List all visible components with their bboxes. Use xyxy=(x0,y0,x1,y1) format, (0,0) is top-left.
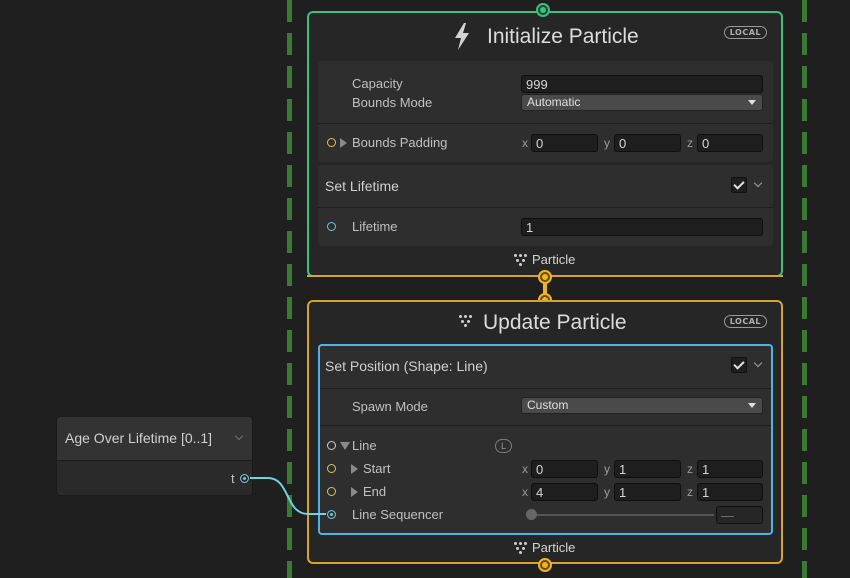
local-badge[interactable]: LOCAL xyxy=(723,315,767,328)
spawn-mode-dropdown[interactable]: Custom xyxy=(521,397,763,414)
dropdown-arrow-icon xyxy=(748,403,756,408)
expand-arrow-icon[interactable] xyxy=(351,464,358,474)
capacity-label: Capacity xyxy=(352,76,403,91)
start-label: Start xyxy=(363,461,391,476)
capacity-field[interactable]: 999 xyxy=(521,75,763,93)
axis-z-label: z xyxy=(687,485,693,499)
bounds-mode-value: Automatic xyxy=(527,95,581,109)
t-output-label: t xyxy=(231,471,235,486)
initialize-header[interactable]: Initialize Particle LOCAL xyxy=(309,13,781,61)
line-label: Line xyxy=(352,438,377,453)
start-slot[interactable] xyxy=(327,464,336,473)
spawn-mode-label: Spawn Mode xyxy=(352,399,428,414)
initialize-settings-block: Capacity 999 Bounds Mode Automatic Bound… xyxy=(318,61,773,162)
particles-icon xyxy=(514,542,528,554)
axis-z-label: z xyxy=(687,136,693,150)
update-output-label: Particle xyxy=(532,540,576,555)
flow-line-right xyxy=(802,0,807,578)
line-slot[interactable] xyxy=(327,441,336,450)
lifetime-slot[interactable] xyxy=(327,222,336,231)
bounds-padding-z[interactable]: 0 xyxy=(697,134,763,152)
lightning-icon xyxy=(455,23,469,50)
axis-z-label: z xyxy=(687,462,693,476)
line-sequencer-slider-track[interactable] xyxy=(527,514,714,516)
line-sequencer-slot[interactable] xyxy=(327,510,336,519)
particles-icon xyxy=(514,254,528,266)
initialize-output-port[interactable] xyxy=(540,272,550,282)
line-sequencer-field[interactable]: — xyxy=(716,506,763,524)
end-z-field[interactable]: 1 xyxy=(697,483,763,501)
line-sequencer-slider-handle[interactable] xyxy=(526,509,537,520)
context-connection xyxy=(543,277,547,300)
end-slot[interactable] xyxy=(327,487,336,496)
age-node-title: Age Over Lifetime [0..1] xyxy=(65,430,213,446)
dropdown-arrow-icon xyxy=(748,100,756,105)
lifetime-label: Lifetime xyxy=(352,219,398,234)
update-header[interactable]: Update Particle LOCAL xyxy=(309,302,781,350)
set-position-block[interactable]: Set Position (Shape: Line) Spawn Mode Cu… xyxy=(318,344,773,535)
collapse-arrow-icon[interactable] xyxy=(340,442,350,450)
bounds-padding-slot[interactable] xyxy=(327,138,336,147)
bounds-padding-label: Bounds Padding xyxy=(352,135,448,150)
axis-x-label: x xyxy=(522,485,528,499)
bounds-padding-y[interactable]: 0 xyxy=(614,134,681,152)
set-lifetime-block[interactable]: Set Lifetime Lifetime 1 xyxy=(318,165,773,246)
axis-x-label: x xyxy=(522,136,528,150)
initialize-input-port[interactable] xyxy=(538,5,548,15)
axis-y-label: y xyxy=(604,485,610,499)
expand-arrow-icon[interactable] xyxy=(340,138,347,148)
local-space-badge[interactable]: L xyxy=(495,439,512,453)
initialize-output-label: Particle xyxy=(532,252,576,267)
axis-x-label: x xyxy=(522,462,528,476)
start-y-field[interactable]: 1 xyxy=(614,460,681,478)
set-lifetime-title: Set Lifetime xyxy=(325,178,399,194)
expand-arrow-icon[interactable] xyxy=(351,487,358,497)
set-lifetime-enabled-checkbox[interactable] xyxy=(731,177,747,193)
spawn-mode-value: Custom xyxy=(527,398,569,412)
initialize-title: Initialize Particle xyxy=(487,25,639,48)
particles-icon xyxy=(459,315,473,327)
start-x-field[interactable]: 0 xyxy=(531,460,598,478)
age-over-lifetime-node[interactable]: Age Over Lifetime [0..1] t xyxy=(56,416,253,496)
bounds-padding-x[interactable]: 0 xyxy=(531,134,598,152)
bounds-mode-label: Bounds Mode xyxy=(352,95,433,110)
line-sequencer-label: Line Sequencer xyxy=(352,507,444,522)
end-y-field[interactable]: 1 xyxy=(614,483,681,501)
set-position-enabled-checkbox[interactable] xyxy=(731,357,747,373)
end-label: End xyxy=(363,484,387,499)
set-position-title: Set Position (Shape: Line) xyxy=(325,358,488,374)
local-badge[interactable]: LOCAL xyxy=(723,26,767,39)
age-node-header[interactable]: Age Over Lifetime [0..1] xyxy=(57,417,252,461)
update-title: Update Particle xyxy=(483,311,627,334)
set-position-header[interactable]: Set Position (Shape: Line) xyxy=(320,346,771,389)
end-x-field[interactable]: 4 xyxy=(531,483,598,501)
flow-line-left xyxy=(287,0,292,578)
axis-y-label: y xyxy=(604,462,610,476)
axis-y-label: y xyxy=(604,136,610,150)
set-lifetime-header[interactable]: Set Lifetime xyxy=(318,165,773,208)
update-output-port[interactable] xyxy=(540,560,550,570)
t-output-port[interactable] xyxy=(240,474,249,483)
bounds-mode-dropdown[interactable]: Automatic xyxy=(521,94,763,111)
lifetime-field[interactable]: 1 xyxy=(521,218,763,236)
start-z-field[interactable]: 1 xyxy=(697,460,763,478)
